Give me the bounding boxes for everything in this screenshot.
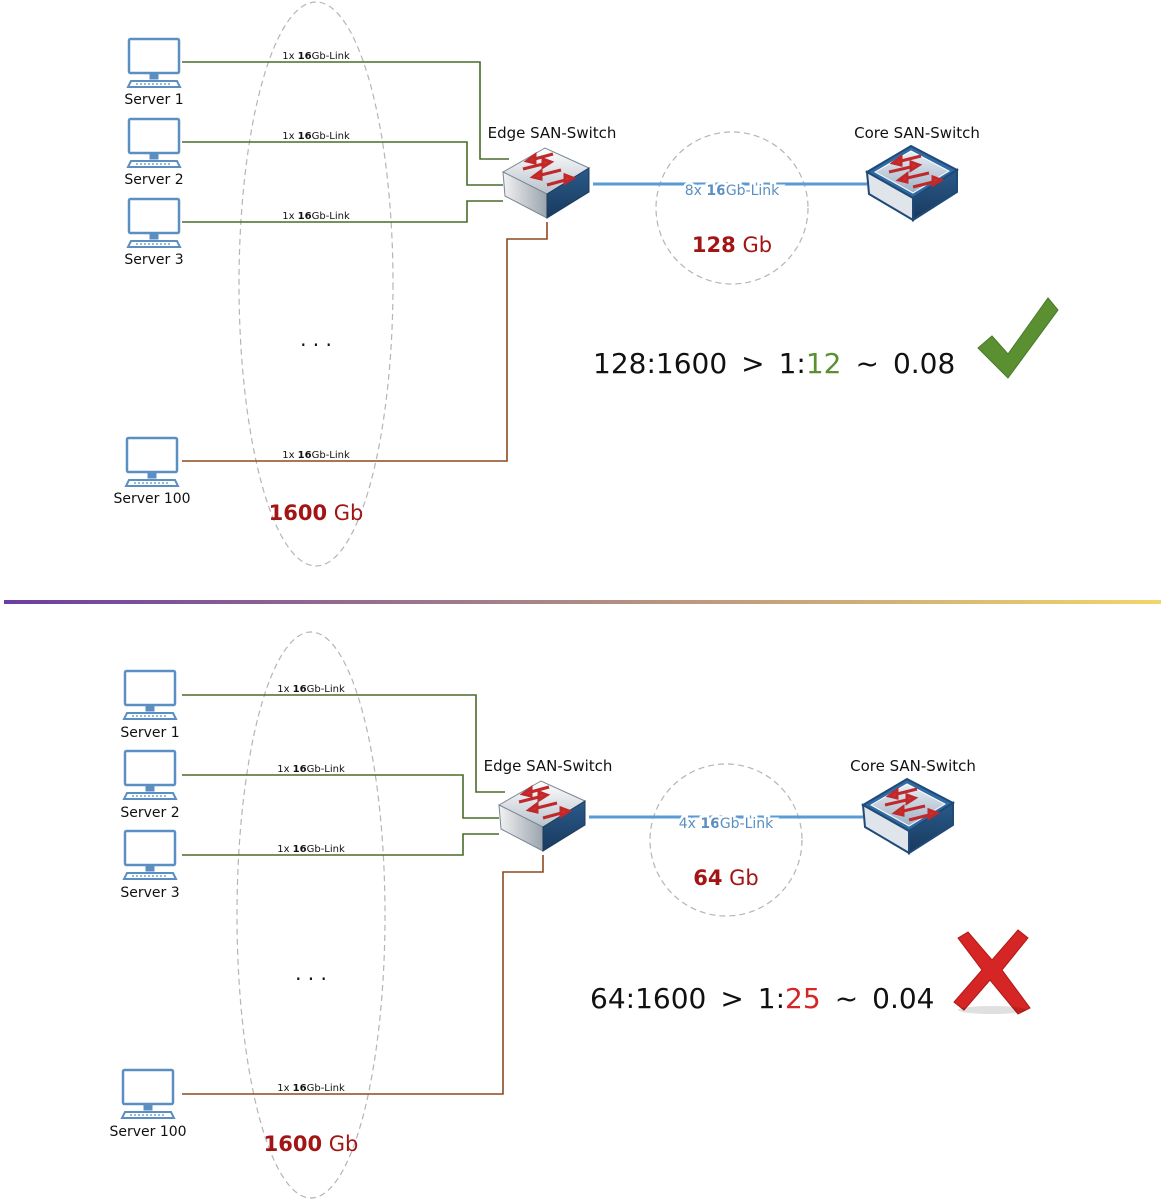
total-server-bandwidth: 1600 Gb [264, 1132, 359, 1156]
server-links-group-ellipse [238, 1, 394, 567]
more-servers-ellipsis: . . . [300, 327, 332, 351]
cross-icon [953, 929, 1031, 1015]
server-icon [124, 436, 180, 488]
server-icon [122, 749, 178, 801]
server-link-label: 1x 16Gb-Link [282, 131, 350, 142]
section-divider [4, 600, 1161, 604]
server-icon [122, 669, 178, 721]
server-icon [122, 829, 178, 881]
oversubscription-ratio: 64:1600 > 1:25 ~ 0.04 [590, 982, 935, 1015]
server-link-line-2 [182, 141, 503, 186]
server-link-label: 1x 16Gb-Link [282, 51, 350, 62]
uplink-label: 8x 16Gb-Link [685, 183, 780, 199]
uplink-bandwidth: 64 Gb [693, 866, 759, 890]
server-link-label: 1x 16Gb-Link [277, 684, 345, 695]
server-link-label: 1x 16Gb-Link [277, 844, 345, 855]
oversubscription-ratio: 128:1600 > 1:12 ~ 0.08 [593, 347, 955, 380]
uplink-bandwidth: 128 Gb [692, 233, 772, 257]
scenario-top: 1x 16Gb-Link 1x 16Gb-Link 1x 16Gb-Link 1x 1… [113, 1, 1059, 567]
uplink-group-circle [655, 131, 809, 285]
more-servers-ellipsis: . . . [295, 961, 327, 985]
server-label: Server 3 [120, 885, 179, 901]
checkmark-icon [977, 297, 1059, 379]
server-icon [126, 37, 182, 89]
uplink-group-circle [649, 763, 803, 917]
server-links-group-ellipse [236, 631, 386, 1199]
server-link-label: 1x 16Gb-Link [277, 764, 345, 775]
scenario-bottom: 1x 16Gb-Link 1x 16Gb-Link 1x 16Gb-Link 1x 1… [109, 631, 1031, 1199]
server-label: Server 1 [120, 725, 179, 741]
edge-switch-label: Edge SAN-Switch [488, 124, 617, 142]
server-label: Server 100 [113, 491, 190, 507]
edge-switch-icon [501, 146, 591, 220]
server-link-line-3 [182, 200, 503, 223]
server-label: Server 3 [124, 252, 183, 268]
server-link-line-100 [182, 222, 548, 462]
server-link-line-2 [182, 774, 499, 819]
server-label: Server 2 [124, 172, 183, 188]
edge-switch-label: Edge SAN-Switch [484, 757, 613, 775]
server-link-label: 1x 16Gb-Link [282, 211, 350, 222]
server-icon [126, 197, 182, 249]
server-link-line-1 [182, 61, 509, 160]
core-switch-icon [865, 144, 959, 222]
server-label: Server 100 [109, 1124, 186, 1140]
total-server-bandwidth: 1600 Gb [269, 501, 364, 525]
core-switch-icon [861, 777, 955, 855]
server-label: Server 1 [124, 92, 183, 108]
server-link-line-100 [182, 855, 544, 1095]
core-switch-label: Core SAN-Switch [850, 757, 976, 775]
server-icon [126, 117, 182, 169]
edge-switch-icon [497, 779, 587, 853]
core-switch-label: Core SAN-Switch [854, 124, 980, 142]
server-link-label: 1x 16Gb-Link [282, 450, 350, 461]
server-link-label: 1x 16Gb-Link [277, 1083, 345, 1094]
server-label: Server 2 [120, 805, 179, 821]
server-icon [120, 1068, 176, 1120]
uplink-label: 4x 16Gb-Link [679, 816, 774, 832]
server-link-line-1 [182, 694, 505, 793]
server-link-line-3 [182, 833, 499, 856]
